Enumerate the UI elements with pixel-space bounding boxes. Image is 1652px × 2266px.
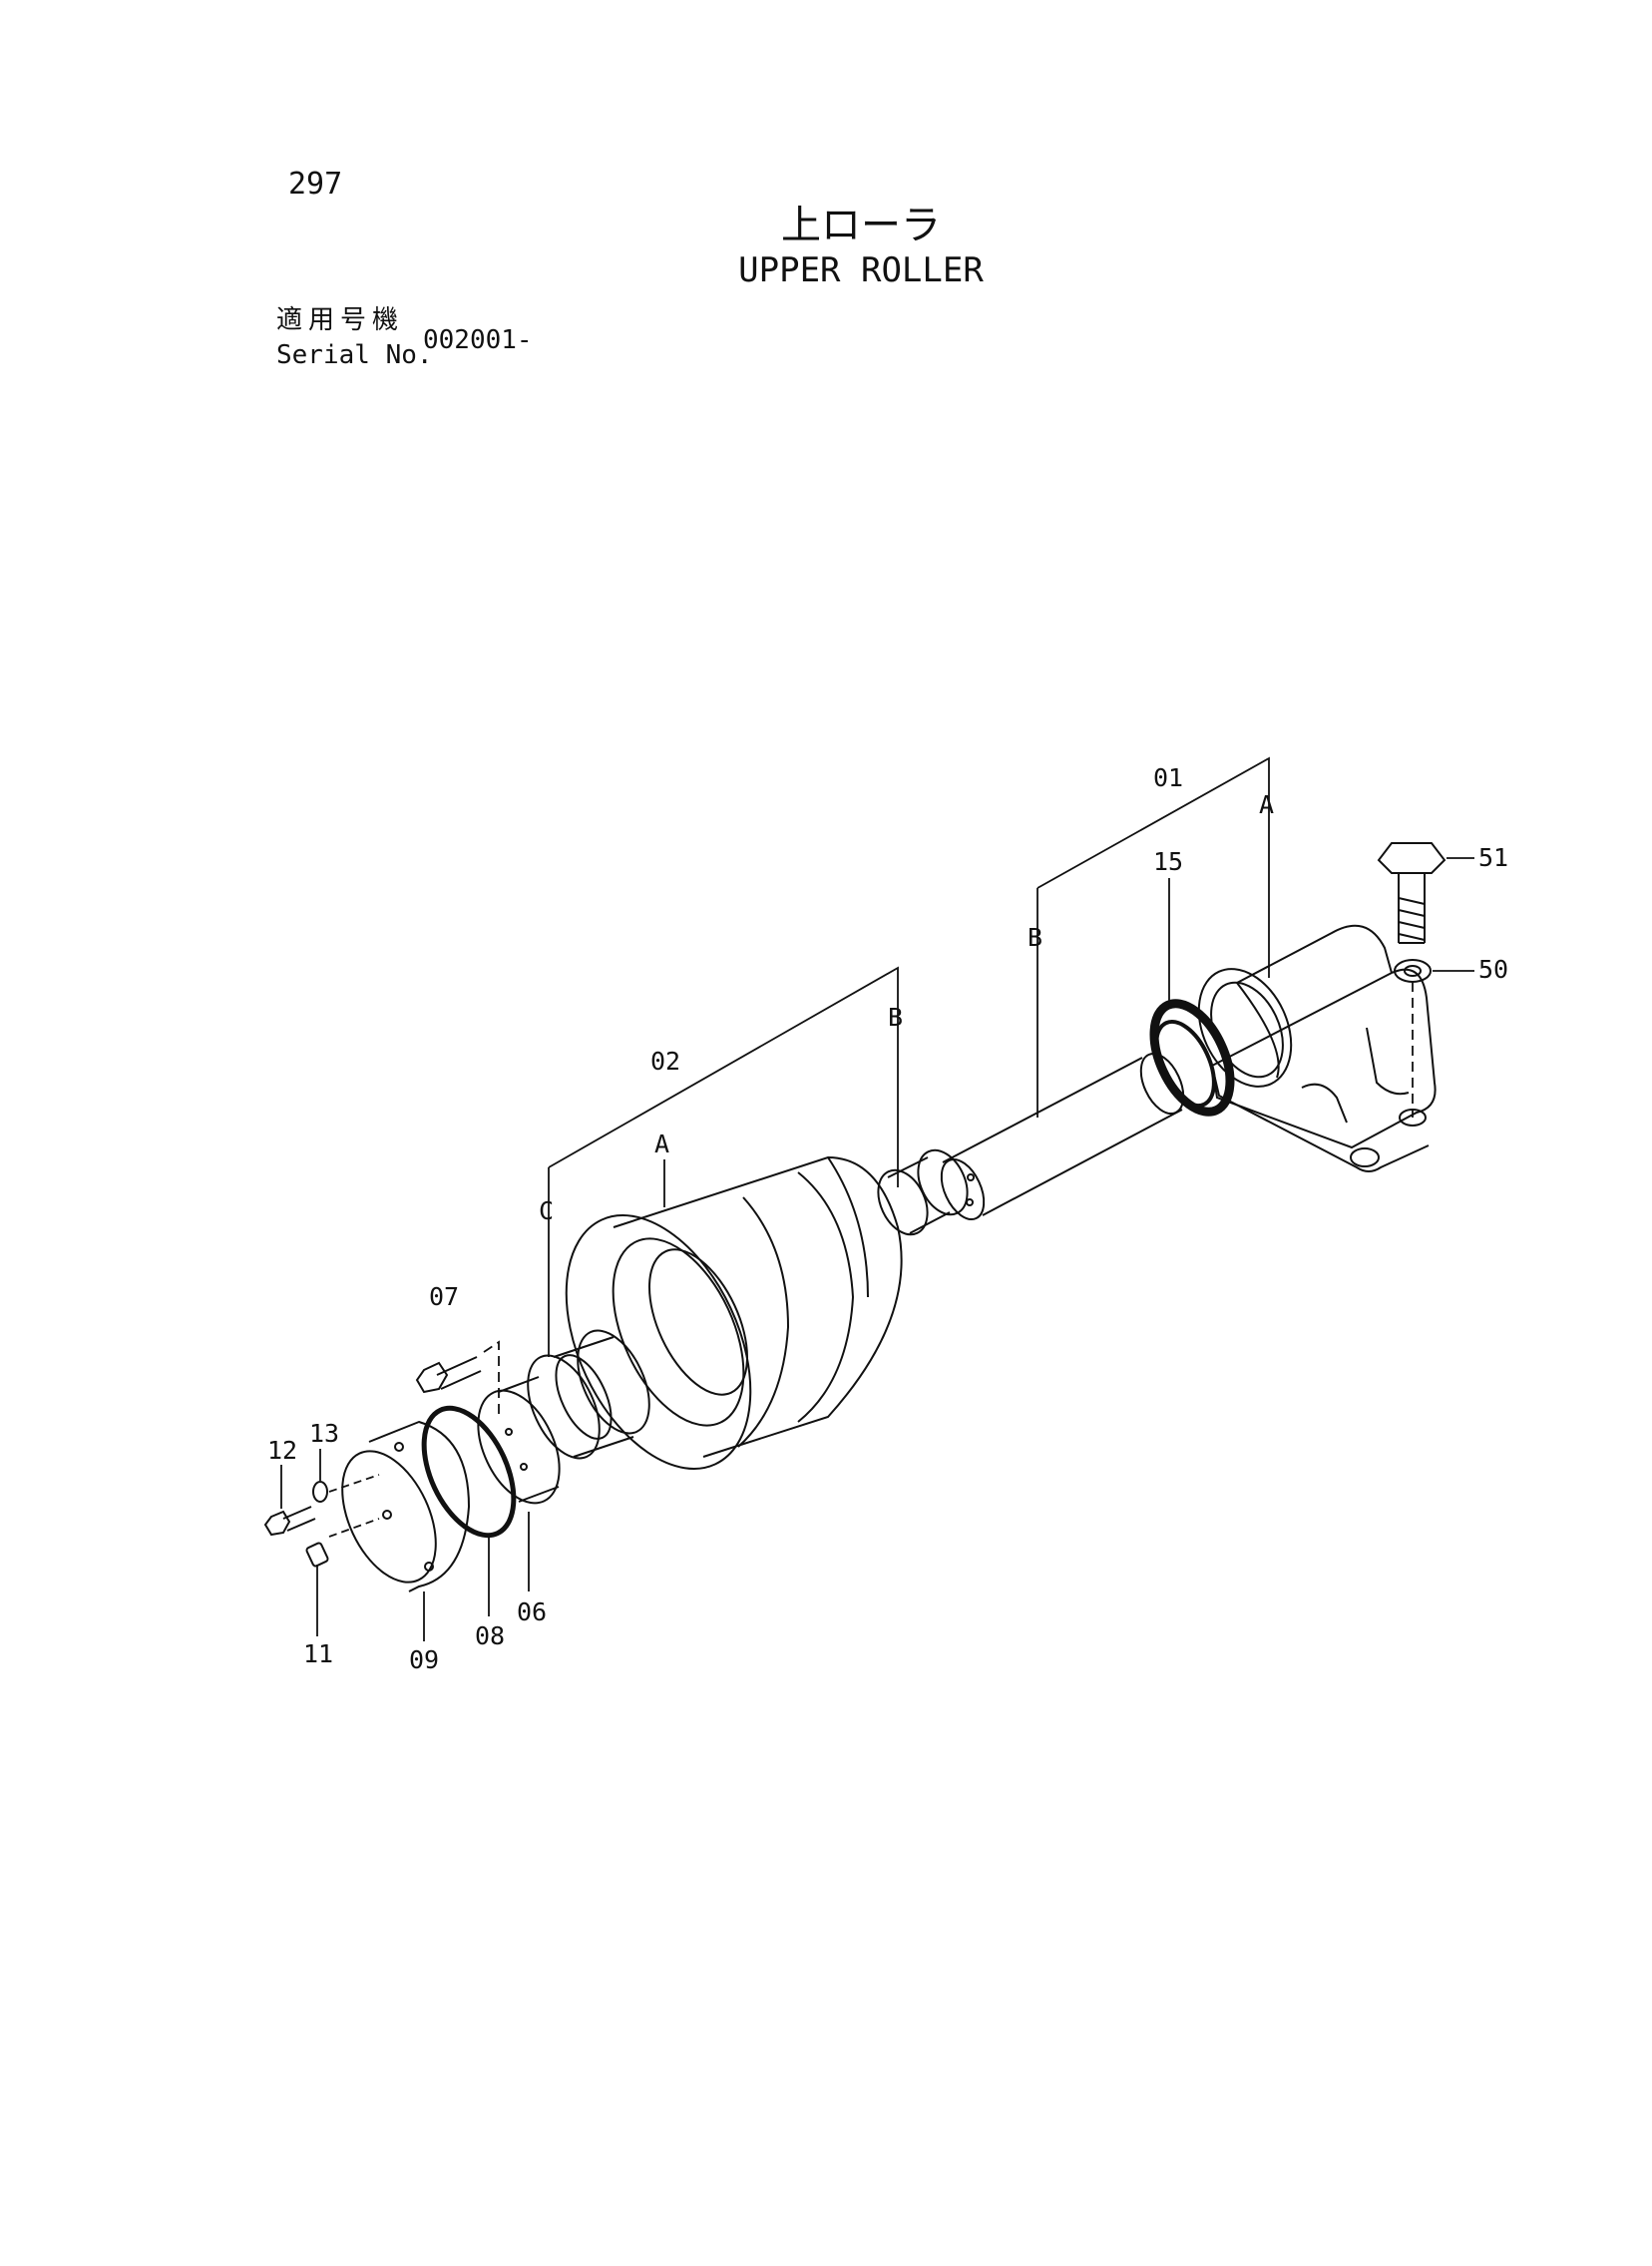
serial-label-en: Serial No. xyxy=(276,340,433,370)
retainer-plate xyxy=(477,1376,561,1505)
callout-09: 09 xyxy=(409,1645,439,1674)
callout-15: 15 xyxy=(1153,847,1183,876)
end-cover xyxy=(341,1420,471,1592)
roller-shaft xyxy=(940,1053,1185,1220)
serial-value: 002001- xyxy=(423,325,533,355)
bushing xyxy=(877,1148,969,1236)
bolt-12 xyxy=(263,1506,316,1537)
callout-51: 51 xyxy=(1478,843,1508,872)
roller-bracket xyxy=(1197,924,1437,1172)
callout-group-c: C xyxy=(539,1196,554,1225)
washer-13 xyxy=(312,1481,328,1503)
callout-06: 06 xyxy=(517,1597,547,1626)
bolt-51 xyxy=(1377,842,1446,944)
page-title-en: UPPER ROLLER xyxy=(738,250,984,290)
thrust-collar xyxy=(527,1329,650,1460)
callout-12: 12 xyxy=(267,1436,297,1465)
o-ring xyxy=(421,1405,517,1539)
callout-02: 02 xyxy=(650,1047,680,1076)
page-title-jp: 上ローラ xyxy=(781,203,941,248)
callout-11: 11 xyxy=(303,1639,333,1668)
callout-07: 07 xyxy=(429,1282,459,1311)
callout-group-a2: A xyxy=(654,1130,669,1158)
callout-50: 50 xyxy=(1478,955,1508,984)
callout-group-a1: A xyxy=(1259,790,1274,819)
callout-group-b1: B xyxy=(1028,923,1042,952)
callout-01: 01 xyxy=(1153,763,1183,792)
plug-11 xyxy=(305,1542,329,1568)
page-number: 297 xyxy=(288,167,343,202)
callout-08: 08 xyxy=(475,1621,505,1650)
callout-13: 13 xyxy=(309,1419,339,1448)
callout-group-b2: B xyxy=(888,1003,903,1032)
leader-lines xyxy=(280,756,1474,1641)
serial-label-jp: 適用号機 xyxy=(276,305,405,335)
floating-seal xyxy=(1149,999,1235,1117)
callout-labels: 01 A 15 51 50 B B 02 A C 07 13 12 11 09 … xyxy=(267,763,1508,1674)
bolt-07 xyxy=(415,1356,482,1394)
roller-body xyxy=(565,1155,903,1470)
